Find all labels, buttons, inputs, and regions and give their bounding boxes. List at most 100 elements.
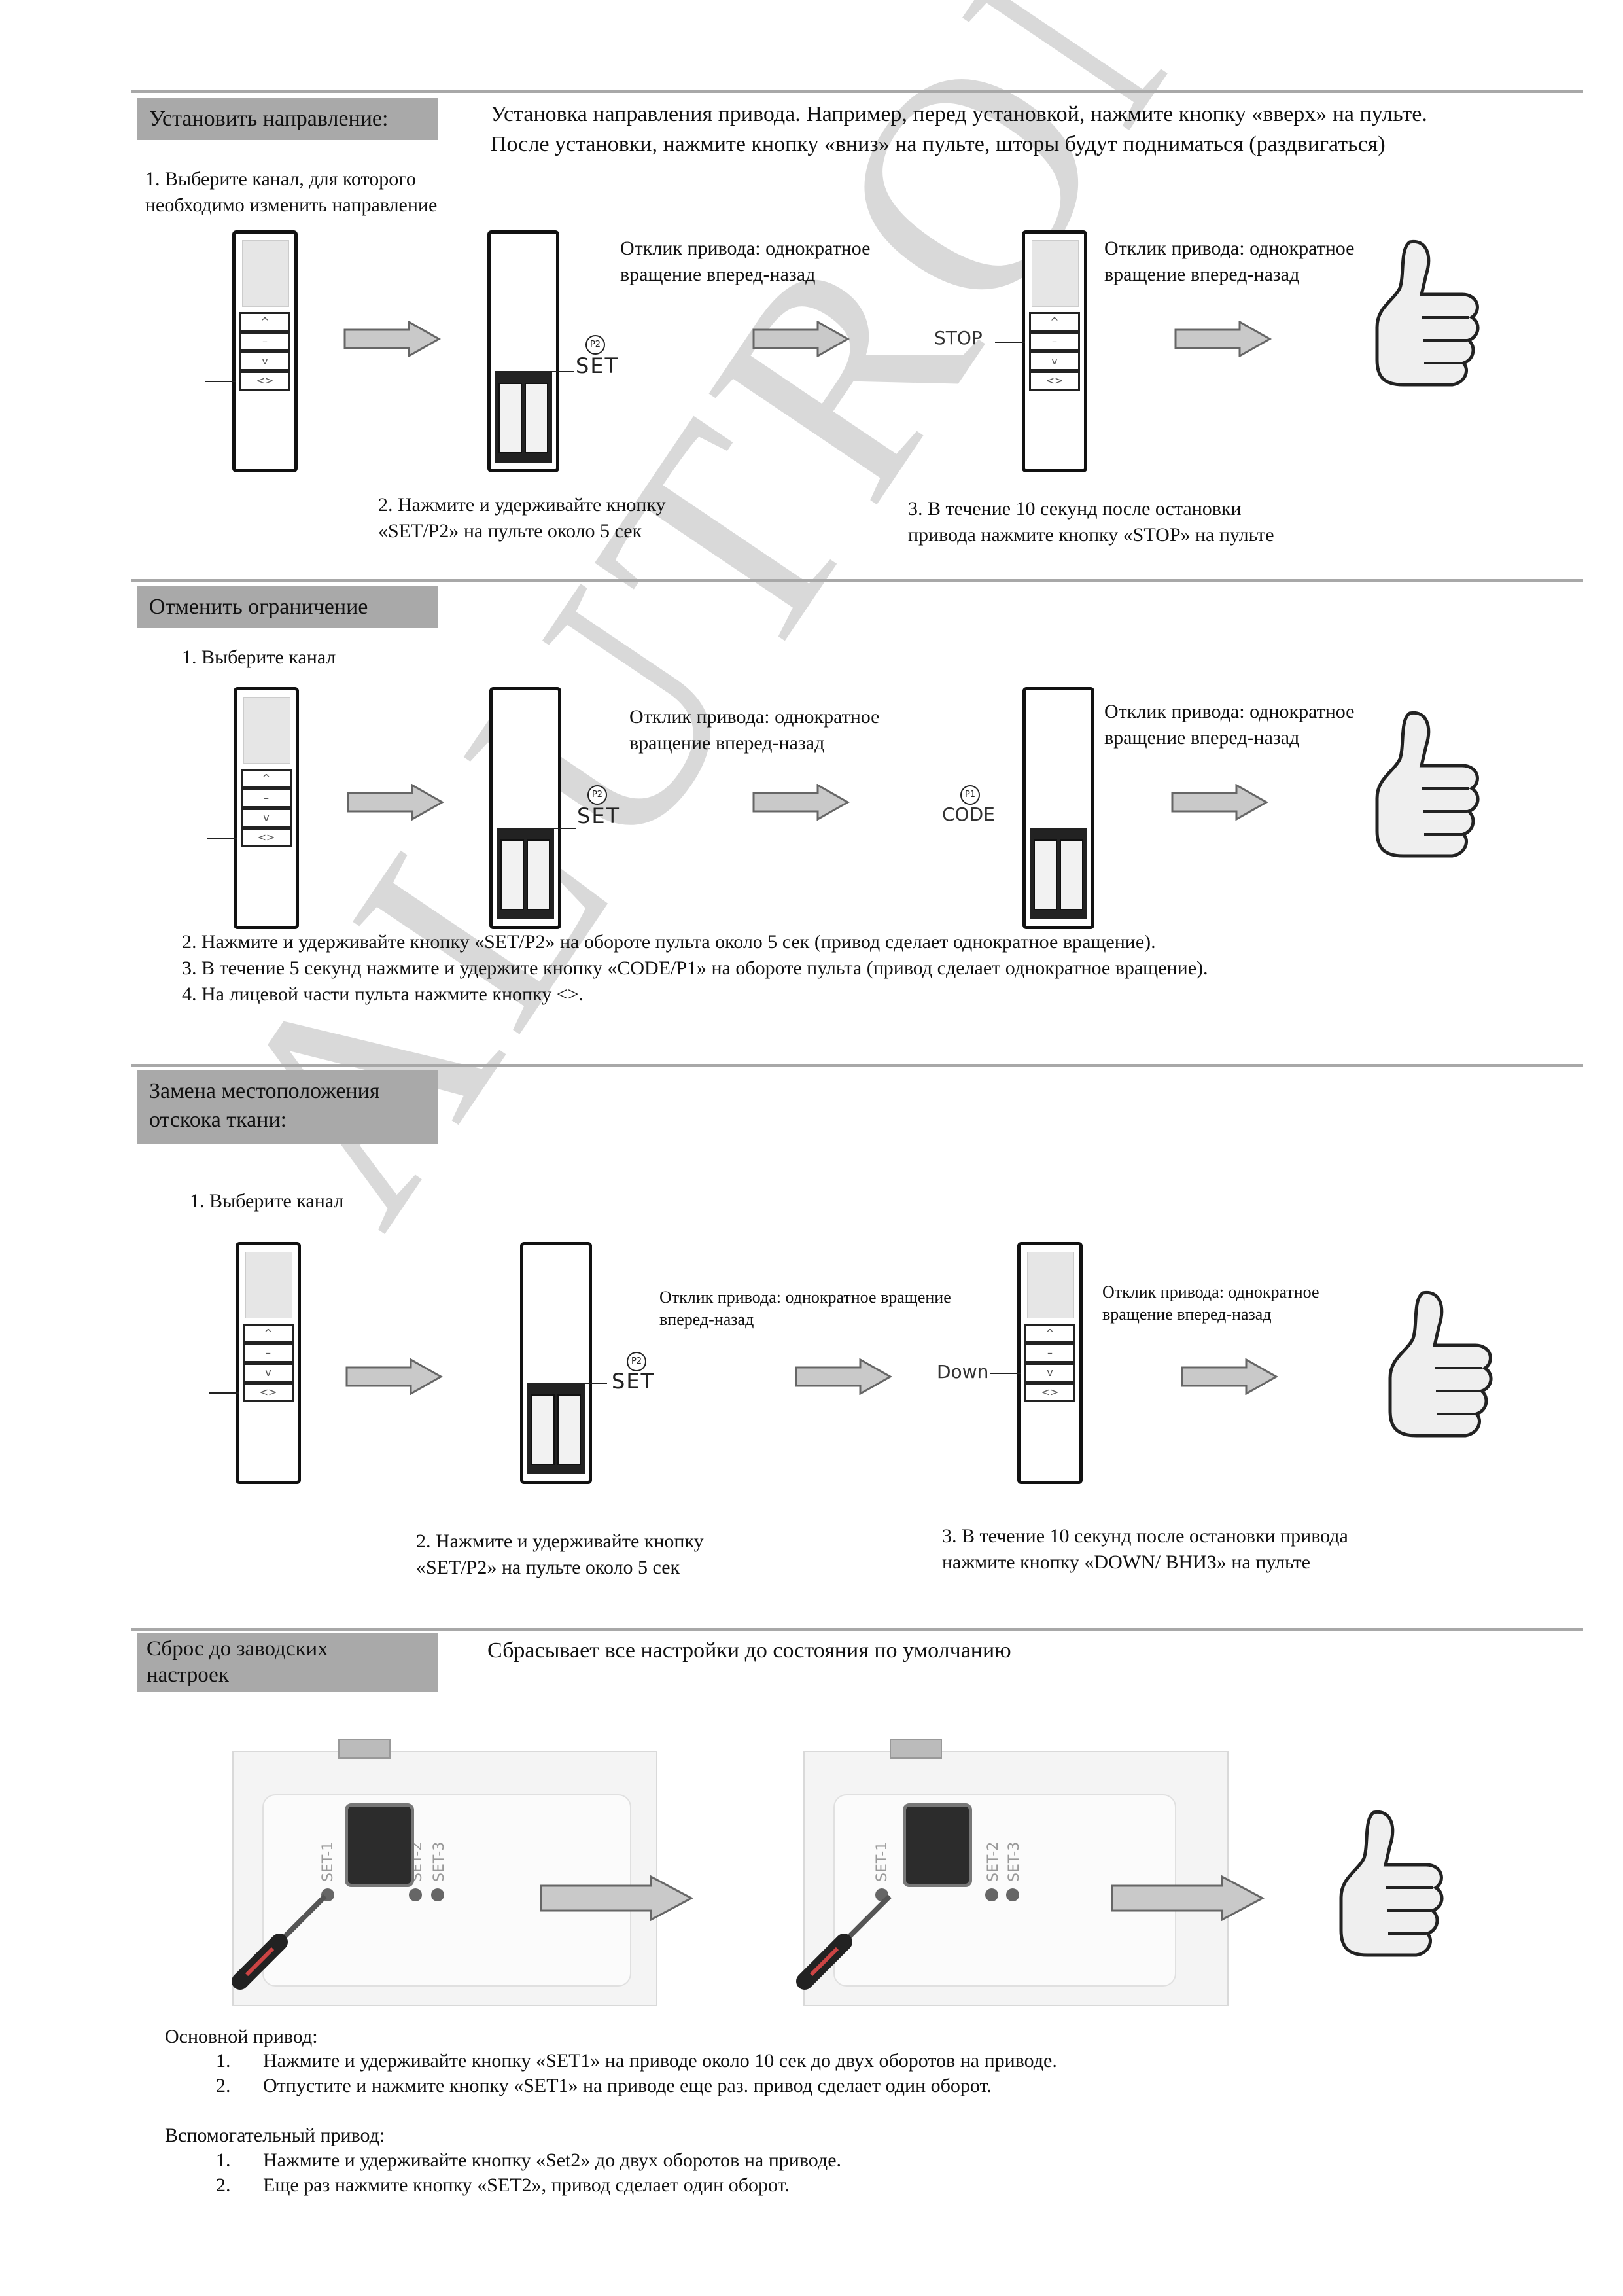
list-number: 2. [216, 2075, 231, 2096]
main-motor-title: Основной привод: [165, 2026, 318, 2047]
section2-step1: 1. Выберите канал [182, 646, 336, 668]
remote-screen [1027, 1252, 1074, 1318]
rj-port-icon [903, 1803, 972, 1887]
stop-button: – [241, 788, 292, 808]
main-motor-step1: Нажмите и удерживайте кнопку «SET1» на п… [263, 2050, 1057, 2072]
section1-response-b: Отклик привода: однократное вращение впе… [1104, 238, 1355, 285]
motor-panel: SET-1 SET-2 SET-3 [232, 1739, 657, 2006]
divider [131, 1064, 1583, 1067]
arrow-icon [540, 1875, 693, 1921]
screwdriver-icon [232, 1894, 327, 1990]
stop-button: – [239, 332, 290, 351]
section-label-direction: Установить направление: [137, 98, 438, 140]
pointer-line [209, 1392, 239, 1394]
section2-step2: 2. Нажмите и удерживайте кнопку «SET/P2»… [182, 931, 1156, 953]
arrow-icon [347, 784, 445, 821]
panel-tab [890, 1739, 942, 1759]
pointer-line [990, 1373, 1021, 1374]
screwdriver-icon [796, 1894, 892, 1990]
set2-label: SET-2 [985, 1841, 1002, 1882]
pointer-line [553, 828, 576, 829]
battery-icon [525, 383, 548, 453]
thumbs-up-icon [1388, 1290, 1493, 1438]
motor-panel: SET-1 SET-2 SET-3 [796, 1739, 1229, 2006]
arrow-icon [1181, 1358, 1279, 1395]
remote-front: ^ – v <> [205, 230, 298, 472]
stop-button: – [1029, 332, 1080, 351]
battery-bay [495, 371, 552, 463]
section2-response-a: Отклик привода: однократное вращение впе… [629, 706, 880, 754]
p2-badge: P2 [585, 335, 605, 355]
up-button: ^ [239, 312, 290, 332]
section1-step3: 3. В течение 10 секунд после остановки п… [908, 498, 1274, 546]
section3-step1: 1. Выберите канал [190, 1190, 344, 1212]
set3-button [431, 1888, 444, 1901]
battery-icon [527, 839, 550, 910]
set2-button [985, 1888, 998, 1901]
battery-icon [498, 383, 522, 453]
section-label-fabric-bounce: Замена местоположения отскока ткани: [137, 1070, 438, 1144]
main-motor-step2: Отпустите и нажмите кнопку «SET1» на при… [263, 2075, 992, 2096]
set2-button [409, 1888, 422, 1901]
section1-intro-line2: После установки, нажмите кнопку «вниз» н… [491, 132, 1386, 156]
thumbs-up-icon [1339, 1810, 1444, 1957]
battery-icon [557, 1394, 581, 1465]
remote-back [520, 1242, 607, 1484]
stop-label: STOP [934, 327, 983, 349]
section1-step2: 2. Нажмите и удерживайте кнопку «SET/P2»… [378, 494, 666, 542]
set3-label: SET-3 [1006, 1841, 1022, 1882]
remote-front: ^ – v <> [209, 1242, 301, 1484]
section1-intro-line1: Установка направления привода. Например,… [491, 102, 1427, 126]
up-button: ^ [1024, 1324, 1075, 1343]
remote-screen [242, 240, 289, 307]
battery-icon [1060, 839, 1083, 910]
remote-front: ^ – v <> [990, 1242, 1083, 1484]
divider [131, 579, 1583, 582]
arrow-icon [1174, 321, 1272, 357]
section2-step4: 4. На лицевой части пульта нажмите кнопк… [182, 983, 584, 1005]
remote-front: ^ – v <> [207, 687, 299, 929]
pointer-line [207, 838, 237, 839]
arrow-icon [1171, 784, 1269, 821]
set-label: SET [576, 353, 620, 378]
pointer-line [995, 342, 1025, 343]
section2-response-b: Отклик привода: однократное вращение впе… [1104, 701, 1355, 749]
section4-intro: Сбрасывает все настройки до состояния по… [487, 1638, 1011, 1663]
battery-icon [531, 1394, 555, 1465]
down-button: v [1029, 351, 1080, 371]
battery-bay [1030, 828, 1087, 919]
lr-button: <> [243, 1383, 294, 1402]
section3-response-b: Отклик привода: однократное вращение впе… [1102, 1282, 1319, 1324]
arrow-icon [795, 1358, 893, 1395]
panel-tab [338, 1739, 391, 1759]
arrow-icon [345, 1358, 444, 1395]
arrow-icon [752, 321, 850, 357]
remote-front: ^ – v <> [995, 230, 1087, 472]
down-button: v [239, 351, 290, 371]
arrow-icon [752, 784, 850, 821]
list-number: 2. [216, 2174, 231, 2196]
pointer-line [205, 381, 236, 382]
remote-screen [245, 1252, 292, 1318]
stop-button: – [1024, 1343, 1075, 1363]
aux-motor-title: Вспомогательный привод: [165, 2125, 385, 2146]
section-label-factory-reset: Сброс до заводских настроек [137, 1633, 438, 1692]
down-button: v [1024, 1363, 1075, 1383]
lr-button: <> [239, 371, 290, 391]
p1-badge: P1 [960, 785, 980, 805]
up-button: ^ [241, 769, 292, 788]
aux-motor-step2: Еще раз нажмите кнопку «SET2», привод сд… [263, 2174, 790, 2196]
lr-button: <> [1029, 371, 1080, 391]
down-label: Down [937, 1361, 989, 1383]
down-button: v [241, 808, 292, 828]
up-button: ^ [1029, 312, 1080, 332]
remote-screen [243, 697, 290, 764]
battery-icon [500, 839, 524, 910]
divider [131, 90, 1583, 93]
section2-step3: 3. В течение 5 секунд нажмите и удержите… [182, 957, 1208, 979]
section3-step2: 2. Нажмите и удерживайте кнопку «SET/P2»… [416, 1530, 704, 1578]
section-label-cancel-limit: Отменить ограничение [137, 586, 438, 628]
section3-step3: 3. В течение 10 секунд после остановки п… [942, 1525, 1348, 1573]
lr-button: <> [241, 828, 292, 847]
remote-screen [1032, 240, 1079, 307]
